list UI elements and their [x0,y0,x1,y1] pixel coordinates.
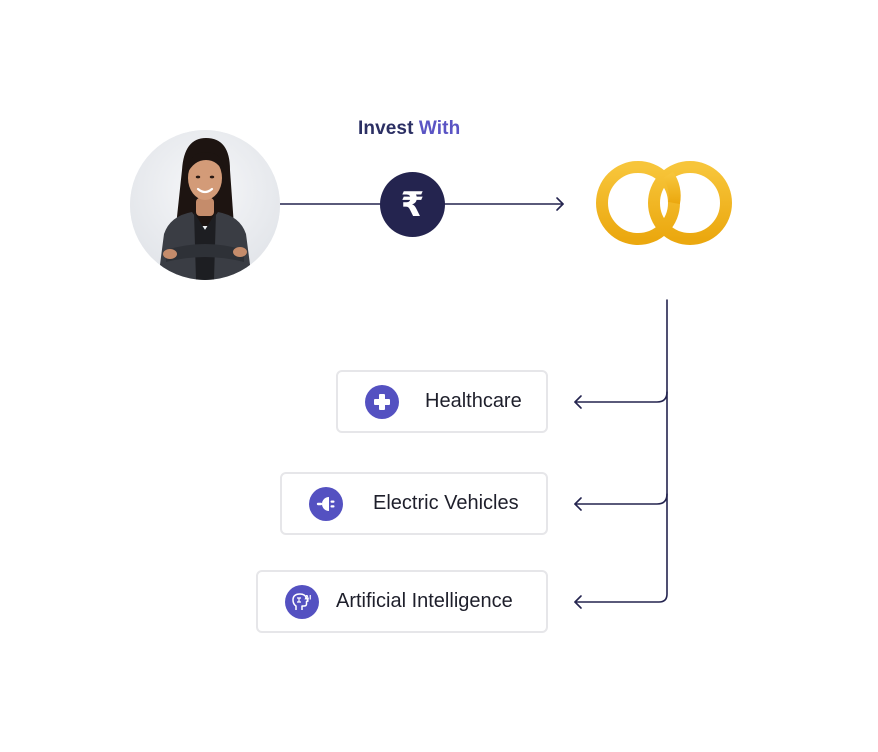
ai-brain-icon: AI [285,584,319,619]
sector-card-electric-vehicles: Electric Vehicles [280,472,548,535]
platform-logo [596,155,740,251]
investor-avatar [130,130,280,280]
rupee-badge: ₹ [380,172,445,237]
sector-label: Electric Vehicles [373,492,519,514]
title-word-invest: Invest [358,118,414,139]
title-word-with: With [418,118,461,139]
ev-plug-icon [309,486,343,521]
gold-rings-icon [596,161,732,245]
svg-text:AI: AI [305,594,312,601]
medical-cross-icon [365,384,399,419]
arrowhead-ai [574,595,582,609]
sector-label: Artificial Intelligence [336,590,513,612]
investor-photo-icon [130,130,280,280]
platform-trunk-line [574,299,668,603]
branch-healthcare-line [574,391,668,403]
rupee-symbol: ₹ [400,184,425,225]
investor-to-platform-arrowhead [556,197,564,211]
arrowhead-healthcare [574,395,582,409]
sector-card-healthcare: Healthcare [336,370,548,433]
branch-ev-line [574,493,668,505]
diagram-title: Invest With [358,118,460,140]
arrowhead-ev [574,497,582,511]
sector-label: Healthcare [425,390,522,412]
sector-card-artificial-intelligence: AI Artificial Intelligence [256,570,548,633]
